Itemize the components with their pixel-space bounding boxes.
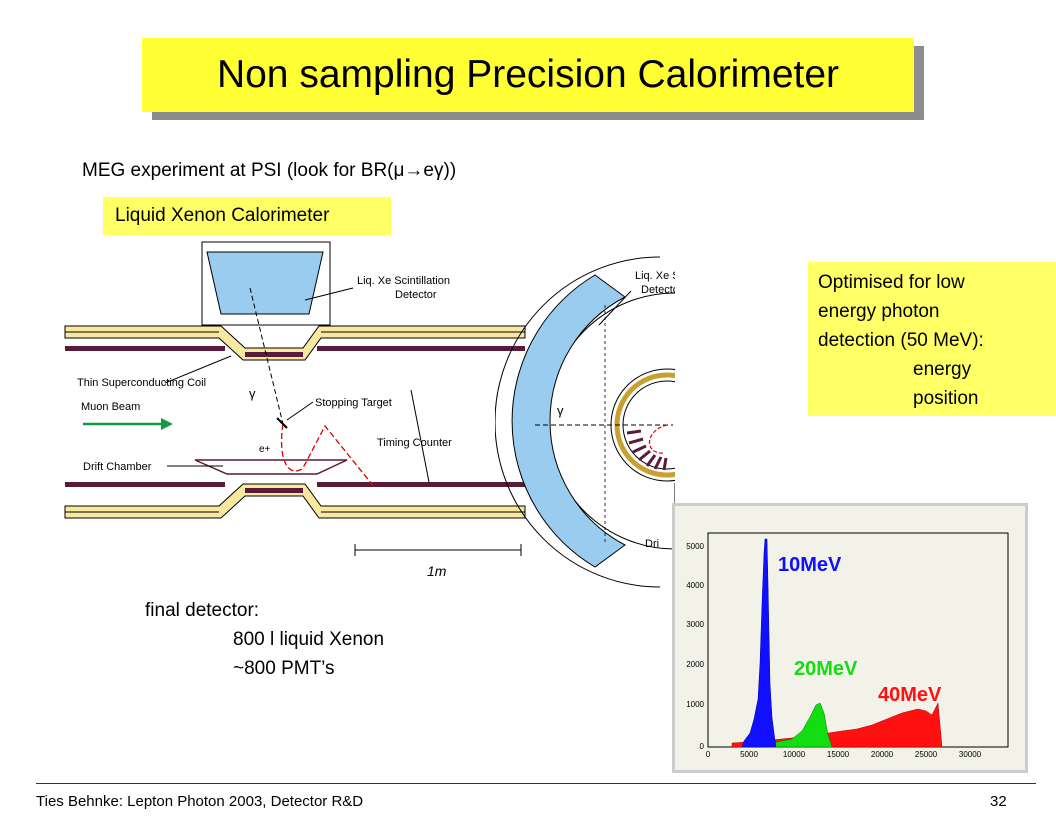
optimised-item-energy: energy (913, 359, 972, 380)
end-view-diagram: Liq. Xe Scintillation Detector γ e+ Dri (495, 256, 675, 588)
beam-label: Muon Beam (81, 401, 140, 413)
end-drift-label: Dri (645, 538, 659, 550)
side-scint-label2: Detector (395, 289, 437, 301)
x-tick-5000: 5000 (740, 750, 758, 759)
optimised-line-3: detection (50 MeV): (818, 330, 984, 351)
drift-label: Drift Chamber (83, 461, 152, 473)
x-tick-20000: 20000 (871, 750, 894, 759)
footer-divider (36, 783, 1036, 784)
footer-citation: Ties Behnke: Lepton Photon 2003, Detecto… (36, 793, 364, 810)
final-detector-item-pmts: ~800 PMT’s (233, 658, 335, 679)
gamma-label: γ (249, 386, 256, 401)
x-tick-15000: 15000 (827, 750, 850, 759)
y-tick-5000: 5000 (686, 542, 704, 551)
histogram-10mev (741, 538, 777, 748)
y-tick-3000: 3000 (686, 620, 704, 629)
optimised-note: Optimised for low energy photon detectio… (808, 262, 1056, 416)
final-detector-item-xenon: 800 l liquid Xenon (233, 629, 385, 650)
end-gamma-label: γ (557, 403, 564, 418)
label-10mev: 10MeV (778, 554, 842, 576)
histogram-40mev (731, 702, 943, 748)
side-scint-label: Liq. Xe Scintillation (357, 275, 450, 287)
optimised-line-2: energy photon (818, 301, 940, 322)
x-tick-0: 0 (706, 750, 711, 759)
y-tick-0: 0 (700, 742, 705, 751)
energy-histogram: 5000 4000 3000 2000 1000 0 0 5000 10000 … (672, 503, 1028, 773)
y-tick-1000: 1000 (686, 700, 704, 709)
x-tick-30000: 30000 (959, 750, 982, 759)
side-view-diagram: Liq. Xe Scintillation Detector Thin Supe… (64, 241, 526, 579)
subtitle: MEG experiment at PSI (look for BR(μ→eγ)… (82, 160, 457, 181)
target-label: Stopping Target (315, 397, 392, 409)
page-title: Non sampling Precision Calorimeter (142, 38, 914, 112)
positron-label: e+ (259, 444, 271, 455)
optimised-line-1: Optimised for low (818, 272, 965, 293)
coil-label: Thin Superconducting Coil (77, 377, 206, 389)
end-scint-label2: Detector (641, 284, 675, 296)
label-20mev: 20MeV (794, 658, 858, 680)
x-tick-25000: 25000 (915, 750, 938, 759)
scale-label: 1m (427, 563, 447, 579)
histogram-20mev (771, 702, 833, 748)
label-40mev: 40MeV (878, 684, 942, 706)
xenon-calorimeter-label: Liquid Xenon Calorimeter (103, 197, 391, 235)
timing-label: Timing Counter (377, 437, 452, 449)
optimised-item-position: position (913, 388, 979, 409)
end-scint-label: Liq. Xe Scintillation (635, 270, 675, 282)
final-detector-note: final detector: 800 l liquid Xenon ~800 … (145, 596, 384, 683)
y-tick-2000: 2000 (686, 660, 704, 669)
y-tick-4000: 4000 (686, 581, 704, 590)
slide-number: 32 (990, 793, 1007, 810)
x-tick-10000: 10000 (783, 750, 806, 759)
final-detector-heading: final detector: (145, 600, 260, 621)
